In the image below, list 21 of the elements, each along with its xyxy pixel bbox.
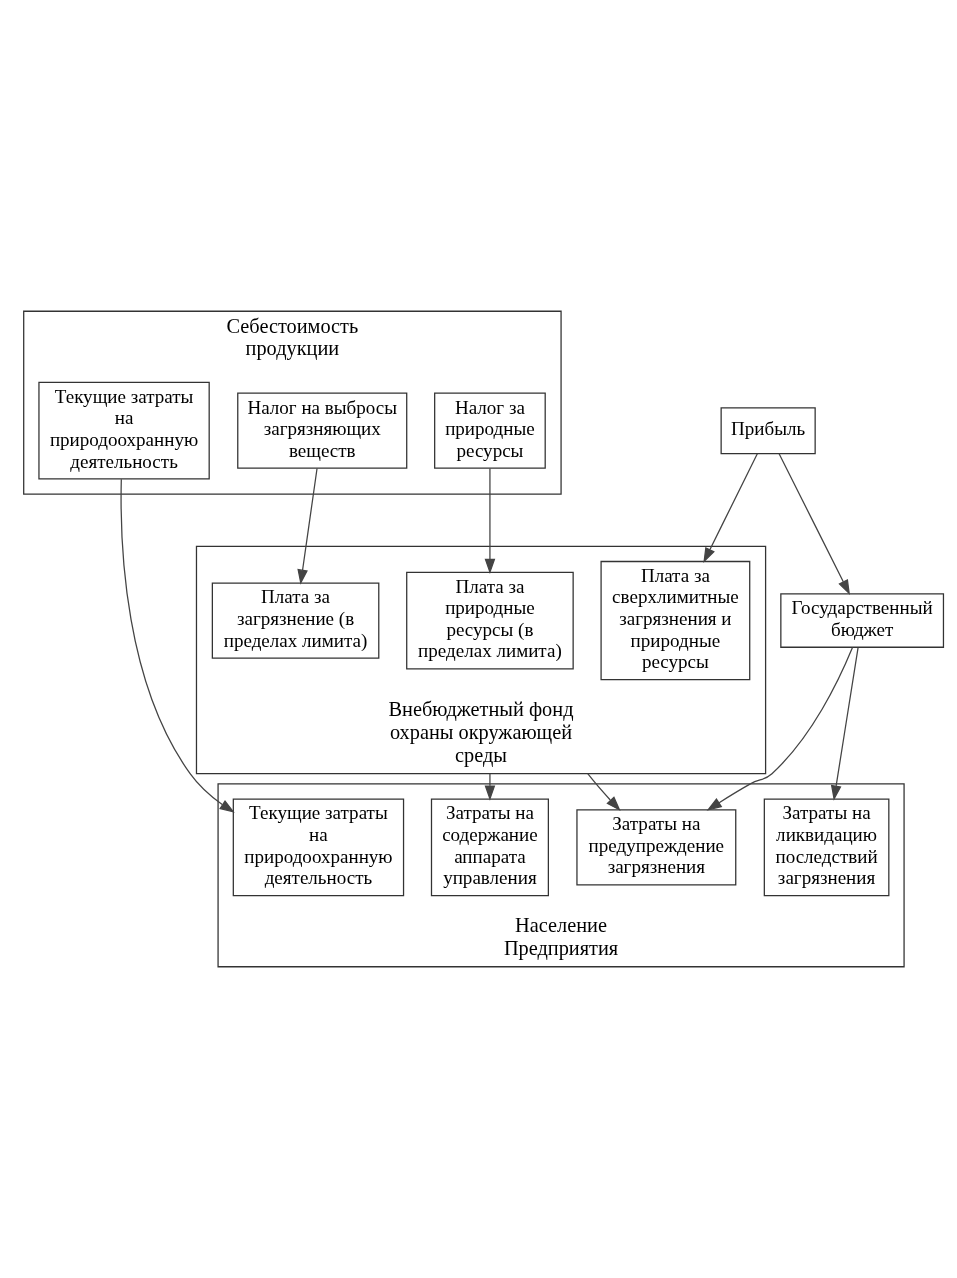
node-box: Государственный бюджет [780,593,945,648]
node-box: Плата за загрязнение (в пределах лимита) [211,582,380,659]
arrow [587,773,621,812]
arrow [830,646,859,801]
arrow [703,453,758,563]
arrow [297,467,318,585]
node-box: Прибыль [720,407,816,455]
arrow [120,478,235,813]
arrow [484,773,496,801]
node-box: Затраты на ликвидацию последствий загрязнения [763,798,890,897]
node-box: Плата за сверхлимитные загрязнения и природные ресурсы [600,560,751,681]
node-box: Налог за природные ресурсы [434,392,546,469]
node-box: Текущие затраты на природоохранную деятельность [38,381,210,480]
node-box: Налог на выбросы загрязняющих веществ [237,392,408,469]
arrow [778,453,851,596]
node-box: Текущие затраты на природоохранную деятельность [232,798,405,897]
arrow [706,646,854,811]
node-box: Затраты на предупреждение загрязнения [576,809,737,886]
node-box: Затраты на содержание аппарата управления [430,798,549,897]
arrow [484,467,496,575]
node-box: Плата за природные ресурсы (в пределах лимита) [406,571,574,670]
